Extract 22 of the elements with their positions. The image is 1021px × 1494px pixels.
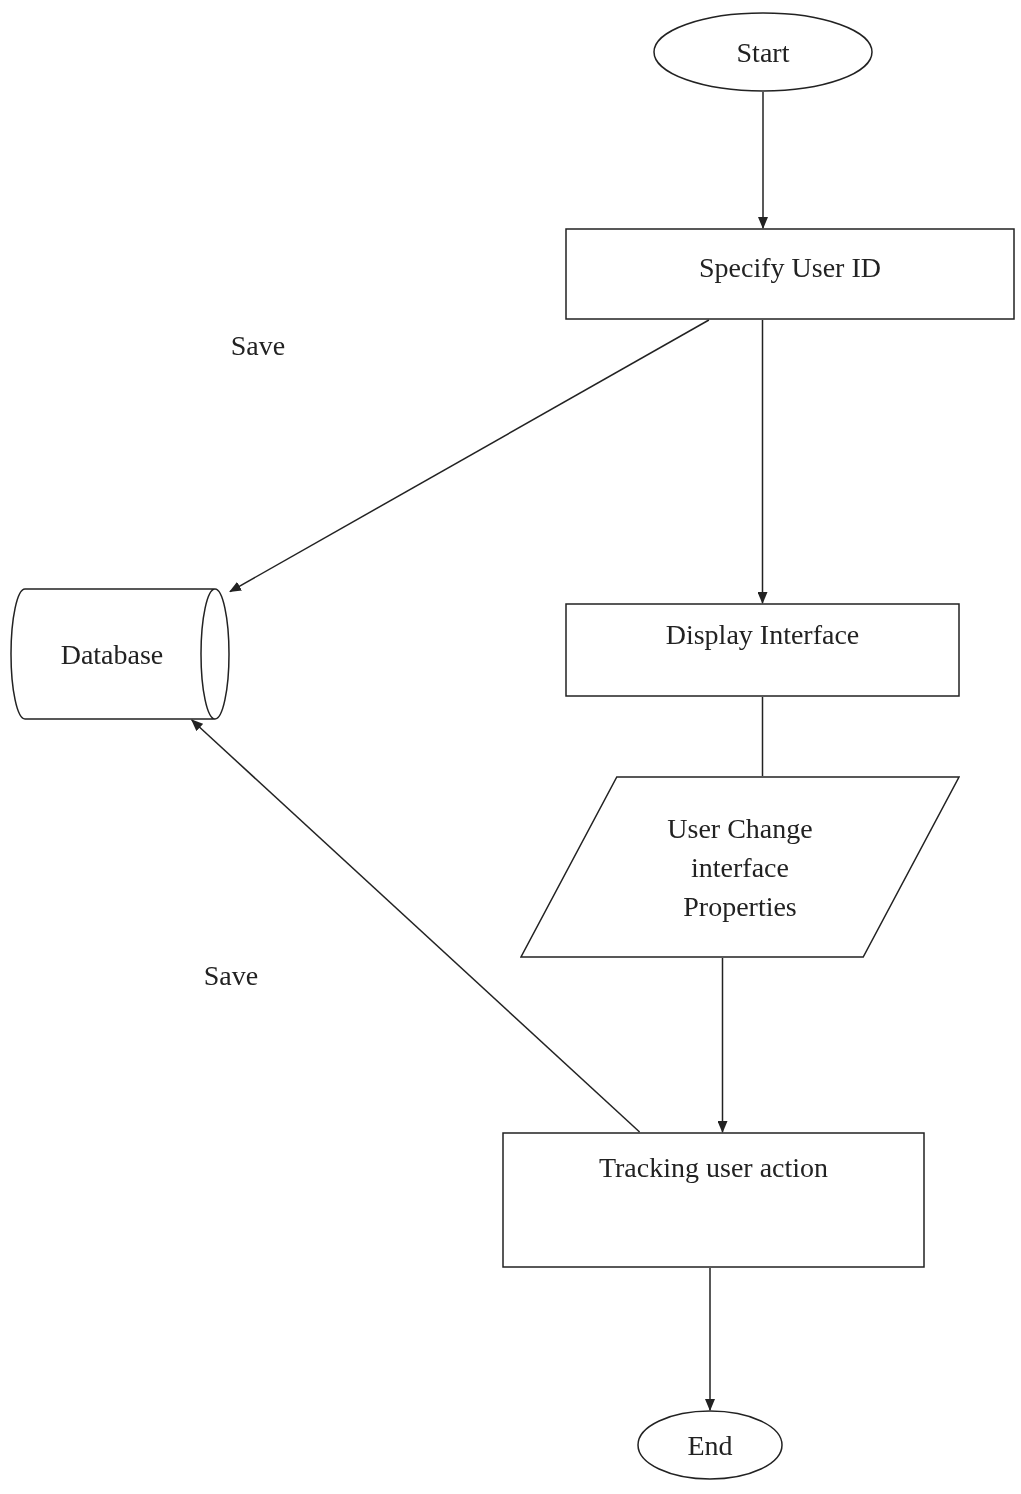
flow-note: Save xyxy=(229,329,287,363)
arrow xyxy=(229,319,710,593)
node-label: End xyxy=(687,1428,733,1463)
node-label: Start xyxy=(736,35,790,70)
process-box xyxy=(565,228,1015,320)
input-parallelogram xyxy=(520,776,960,958)
node-label: Display Interface xyxy=(665,618,860,652)
process-box xyxy=(565,603,960,697)
arrow xyxy=(191,719,641,1133)
node-label: Specify User ID xyxy=(699,251,881,285)
arrow xyxy=(758,91,768,229)
terminal-ellipse xyxy=(653,12,873,92)
node-label: Database xyxy=(60,637,164,672)
arrow xyxy=(757,319,768,604)
database-cylinder xyxy=(10,588,230,720)
arrow xyxy=(717,957,728,1133)
flow-note: Save xyxy=(202,959,260,993)
arrow xyxy=(705,1267,715,1411)
process-box xyxy=(502,1132,925,1268)
node-label: User Change interface Properties xyxy=(666,811,814,924)
terminal-ellipse xyxy=(637,1410,783,1480)
node-label: Tracking user action xyxy=(598,1151,829,1185)
